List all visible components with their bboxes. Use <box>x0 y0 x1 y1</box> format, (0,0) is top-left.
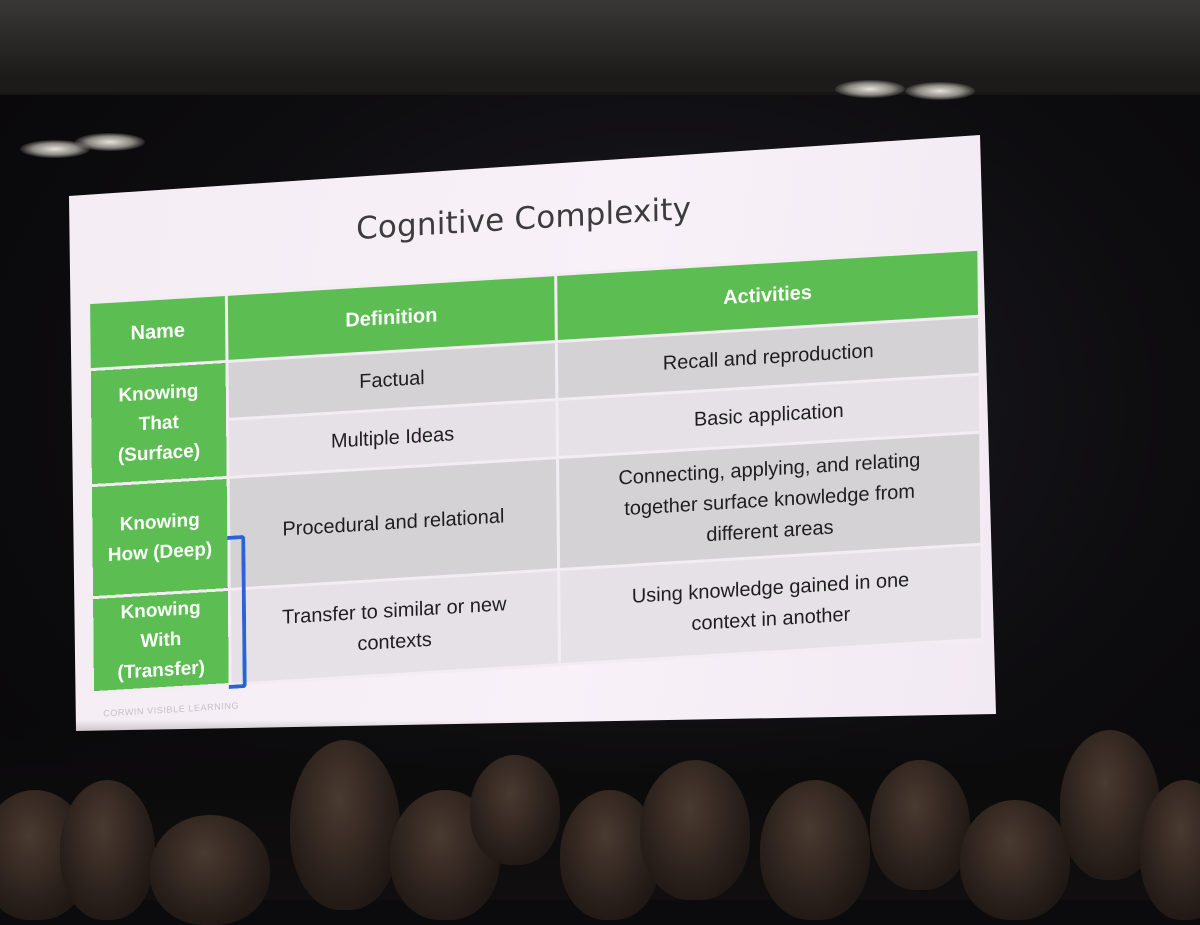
audience-head <box>760 780 870 920</box>
projection-screen: Cognitive Complexity Name Definition Act… <box>69 135 996 731</box>
ceiling-light <box>835 80 905 98</box>
row-name-knowing-that: Knowing That (Surface) <box>89 361 229 486</box>
cell-definition: Transfer to similar or new contexts <box>229 569 560 685</box>
slide-title: Cognitive Complexity <box>355 190 692 248</box>
ceiling-light <box>20 140 90 158</box>
slide-footer-watermark: CORWIN VISIBLE LEARNING <box>103 700 240 719</box>
audience-head <box>1140 780 1200 920</box>
ceiling-beam <box>0 78 1200 92</box>
audience-head <box>150 815 270 925</box>
audience-head <box>960 800 1070 920</box>
header-name: Name <box>88 294 228 370</box>
cognitive-complexity-table: Name Definition Activities Knowing That … <box>87 248 984 695</box>
slide-content: Cognitive Complexity Name Definition Act… <box>74 135 993 730</box>
row-name-knowing-with: Knowing With (Transfer) <box>91 589 231 693</box>
ceiling-light <box>75 133 145 151</box>
audience-head <box>60 780 155 920</box>
audience-head <box>640 760 750 900</box>
audience-head <box>290 740 400 910</box>
audience-head <box>870 760 970 890</box>
cell-definition: Procedural and relational <box>228 457 559 590</box>
row-name-knowing-how: Knowing How (Deep) <box>90 477 230 598</box>
ceiling-light <box>905 82 975 100</box>
blue-bracket-annotation <box>227 534 247 689</box>
audience <box>0 720 1200 925</box>
audience-head <box>470 755 560 865</box>
